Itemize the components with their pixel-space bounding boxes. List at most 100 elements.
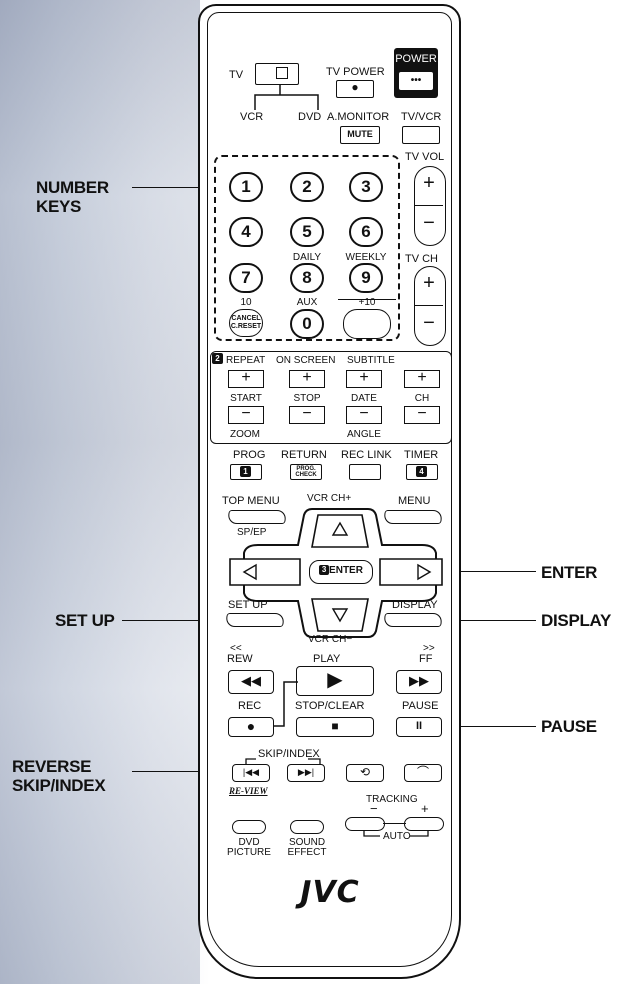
down-button[interactable] xyxy=(318,600,362,630)
background-photo xyxy=(0,0,200,984)
tracking-plus-button[interactable] xyxy=(404,817,444,831)
leader-number-keys xyxy=(132,187,226,188)
on-screen-plus-button[interactable]: + xyxy=(289,370,325,388)
tracking-plus: + xyxy=(421,801,429,816)
rewind-button[interactable]: ◀◀ xyxy=(228,670,274,694)
dvd-label: DVD xyxy=(298,111,322,123)
repeat-plus-button[interactable]: + xyxy=(228,370,264,388)
callout-set-up: SET UP xyxy=(55,611,115,630)
set-up-button[interactable] xyxy=(225,613,285,627)
key-7[interactable]: 7 xyxy=(229,263,263,293)
leader-reverse-skip xyxy=(132,771,254,772)
key-9[interactable]: 9 xyxy=(349,263,383,293)
zoom-label: ZOOM xyxy=(230,429,260,440)
stop-clear-button[interactable]: ■ xyxy=(296,717,374,737)
stop-minus-button[interactable]: − xyxy=(289,406,325,424)
callout-pause: PAUSE xyxy=(541,717,597,736)
timer-badge: 4 xyxy=(416,466,427,477)
fast-forward-button[interactable]: ▶▶ xyxy=(396,670,442,694)
timer-button[interactable]: 4 xyxy=(406,464,438,480)
rew-arrows: << xyxy=(230,643,242,654)
vcr-label: VCR xyxy=(240,111,264,123)
play-button[interactable]: ▶ xyxy=(296,666,374,696)
ch-plus-button[interactable]: + xyxy=(404,370,440,388)
rec-play-bracket xyxy=(274,681,298,727)
skip-search-button[interactable]: ⌒ xyxy=(404,764,442,782)
vol-plus[interactable]: + xyxy=(423,172,435,194)
top-menu-label: TOP MENU xyxy=(222,495,280,507)
play-label: PLAY xyxy=(313,653,341,665)
switch-knob xyxy=(276,67,288,79)
key-3[interactable]: 3 xyxy=(349,172,383,202)
plus10-bracket xyxy=(338,299,396,300)
vcr-dvd-bracket xyxy=(254,85,319,110)
rec-button[interactable]: ● xyxy=(228,717,274,737)
key-2[interactable]: 2 xyxy=(290,172,324,202)
cancel-label: CANCEL xyxy=(231,315,261,322)
tv-power-label: TV POWER xyxy=(326,66,385,78)
dvd-picture-label: DVD PICTURE xyxy=(227,837,271,858)
leader-display xyxy=(430,620,536,621)
weekly-label: WEEKLY xyxy=(345,252,387,263)
tv-vcr-button[interactable] xyxy=(402,126,440,144)
tracking-minus-button[interactable] xyxy=(345,817,385,831)
skip-index-button[interactable]: ▶▶| xyxy=(287,764,325,782)
reverse-skip-index-button[interactable]: |◀◀ xyxy=(232,764,270,782)
right-button[interactable] xyxy=(380,559,442,585)
key-0[interactable]: 0 xyxy=(290,309,324,339)
power-button[interactable]: POWER ••• xyxy=(394,48,438,98)
vol-minus[interactable]: − xyxy=(423,212,435,234)
tracking-link xyxy=(383,823,406,824)
cancel-creset-button[interactable]: CANCEL C.RESET xyxy=(229,309,263,337)
instant-replay-button[interactable]: ⟲ xyxy=(346,764,384,782)
display-btn-label: DISPLAY xyxy=(392,599,438,611)
tv-power-button[interactable]: ● xyxy=(336,80,374,98)
key-5[interactable]: 5 xyxy=(290,217,324,247)
start-minus-button[interactable]: − xyxy=(228,406,264,424)
tv-vcr-label: TV/VCR xyxy=(401,111,442,123)
vcr-ch-minus-label: VCR CH− xyxy=(308,634,353,645)
key-1[interactable]: 1 xyxy=(229,172,263,202)
tv-ch-rocker[interactable]: + − xyxy=(414,266,446,346)
subtitle-label: SUBTITLE xyxy=(347,355,395,366)
callout-display: DISPLAY xyxy=(541,611,612,630)
leader-pause xyxy=(430,726,536,727)
key-8[interactable]: 8 xyxy=(290,263,324,293)
stop-clear-label: STOP/CLEAR xyxy=(295,700,365,712)
rec-label: REC xyxy=(238,700,262,712)
display-button[interactable] xyxy=(383,613,443,627)
plus10-button[interactable] xyxy=(343,309,391,339)
left-button[interactable] xyxy=(230,559,300,585)
ch-minus-button[interactable]: − xyxy=(404,406,440,424)
date-minus-button[interactable]: − xyxy=(346,406,382,424)
tv-label: TV xyxy=(229,69,244,81)
tv-vol-rocker[interactable]: + − xyxy=(414,166,446,246)
ch-plus[interactable]: + xyxy=(423,272,435,294)
review-label: RE-VIEW xyxy=(229,786,268,796)
callout-enter: ENTER xyxy=(541,563,598,582)
up-button[interactable] xyxy=(318,515,362,545)
tv-ch-label: TV CH xyxy=(405,253,438,265)
number-keys-region xyxy=(214,155,400,341)
subtitle-plus-button[interactable]: + xyxy=(346,370,382,388)
prog-check-button[interactable]: PROG. CHECK xyxy=(290,464,322,480)
rec-link-button[interactable] xyxy=(349,464,381,480)
mute-button[interactable]: MUTE xyxy=(340,126,380,144)
ch-minus[interactable]: − xyxy=(423,312,435,334)
rec-link-label: REC LINK xyxy=(341,449,392,461)
prog-label: PROG xyxy=(233,449,266,461)
pause-button[interactable]: II xyxy=(396,717,442,737)
power-label: POWER xyxy=(395,53,437,65)
jvc-logo: JVC xyxy=(300,875,360,910)
tv-dvd-slide-switch[interactable] xyxy=(255,63,299,85)
dvd-picture-button[interactable] xyxy=(232,820,266,834)
auto-label: AUTO xyxy=(383,831,411,842)
angle-label: ANGLE xyxy=(347,429,381,440)
sound-effect-button[interactable] xyxy=(290,820,324,834)
key-4[interactable]: 4 xyxy=(229,217,263,247)
menu-label: MENU xyxy=(398,495,431,507)
key-6[interactable]: 6 xyxy=(349,217,383,247)
ch-divider xyxy=(415,305,443,306)
prog-button[interactable]: 1 xyxy=(230,464,262,480)
